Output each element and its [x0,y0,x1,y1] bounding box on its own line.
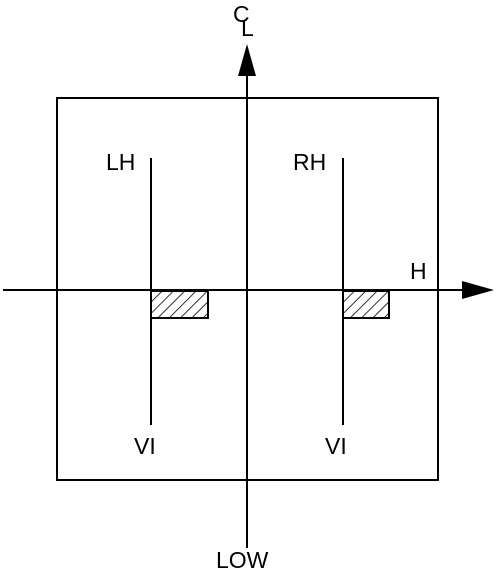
centerline-label-l: L [241,15,254,41]
left-bottom-label: VI [134,433,156,459]
centerline-label-c: C [233,1,250,27]
left-top-label: LH [106,149,136,175]
horizontal-axis-label: H [410,258,427,284]
right-bottom-label: VI [325,433,347,459]
left-hatched-block [150,290,209,319]
horizontal-axis-arrowhead [462,281,494,299]
right-top-label: RH [293,149,327,175]
vertical-axis-arrowhead [238,44,256,76]
right-hatched-block [342,290,390,319]
bottom-axis-label: LOW [216,547,269,573]
